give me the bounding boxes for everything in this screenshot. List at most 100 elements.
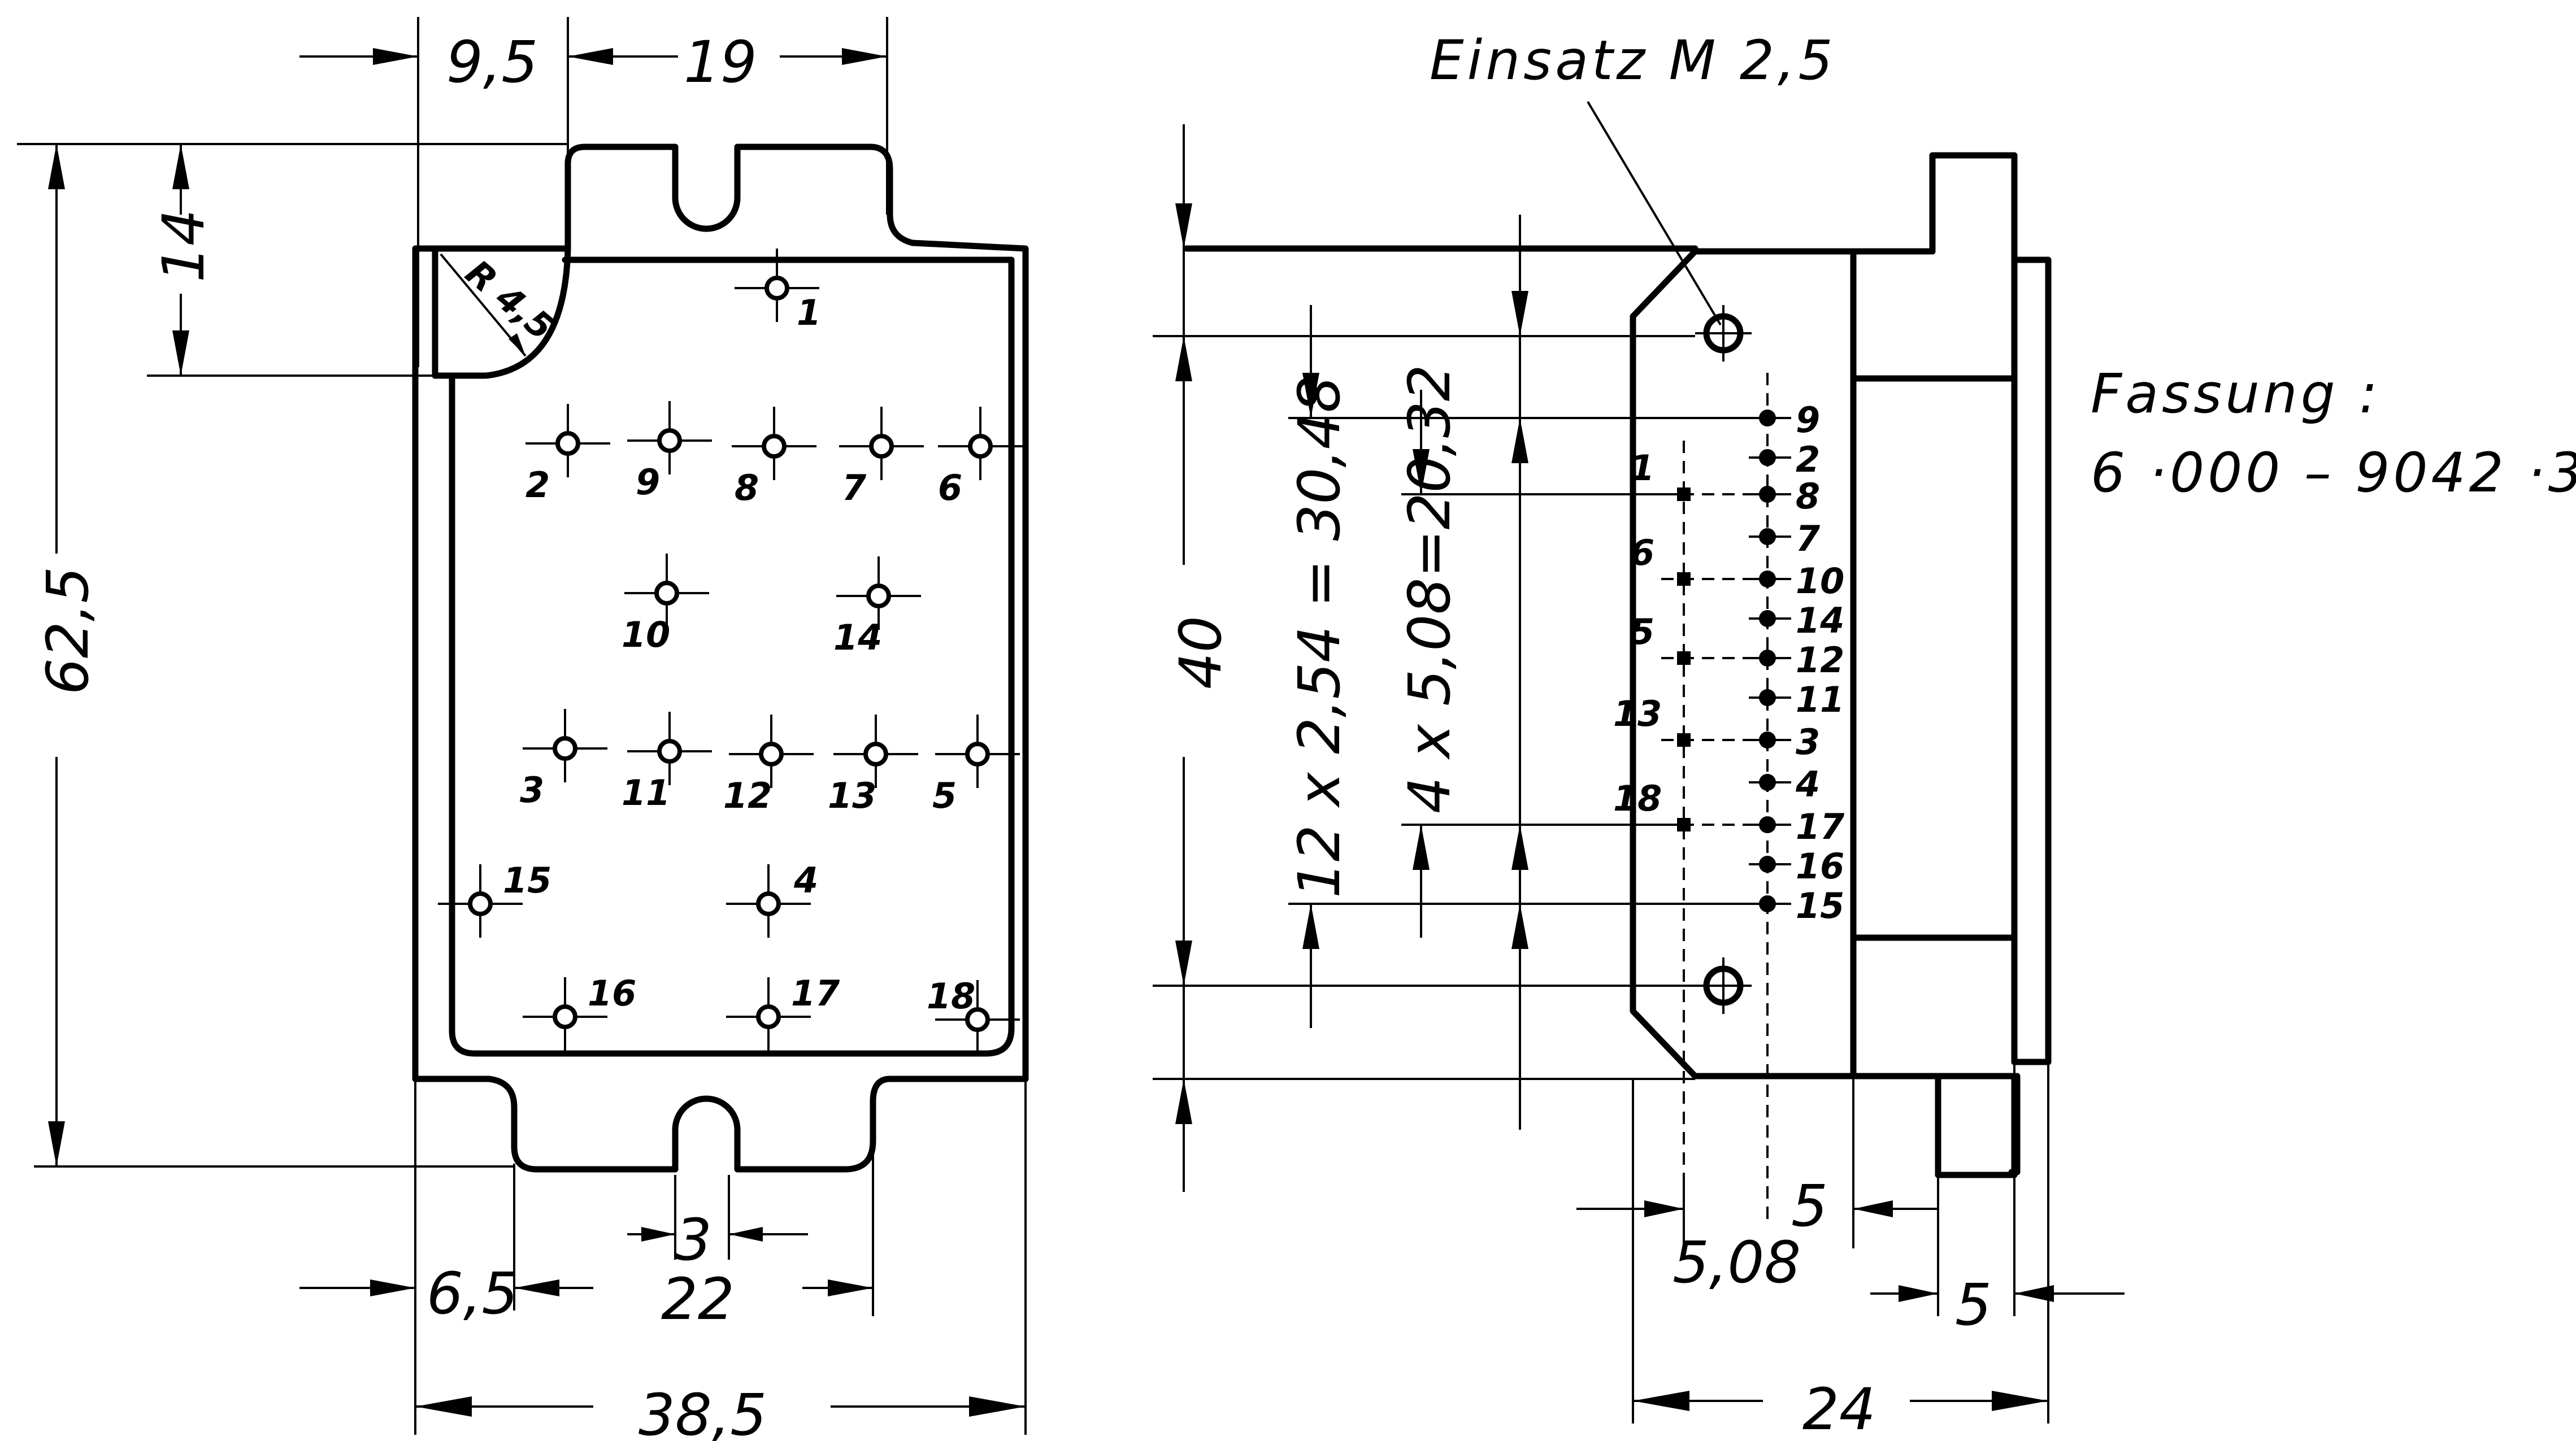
front-pin: 6: [938, 407, 1023, 508]
pin-hole: [863, 742, 888, 767]
front-pin: 5: [932, 715, 1020, 816]
front-pin: 4: [726, 860, 818, 938]
pin-hole: [756, 1004, 781, 1029]
pin-label: 7: [842, 467, 867, 508]
pin-hole: [866, 584, 891, 608]
pin-label: 9: [1796, 399, 1820, 441]
pin-label: 9: [636, 462, 660, 503]
side-pin-right: 9: [1749, 399, 1820, 441]
pin-hole: [654, 581, 679, 606]
dim-arrow: [172, 330, 189, 376]
dim-arrow: [1511, 904, 1528, 949]
pin-hole: [756, 891, 781, 916]
pin-dot: [1759, 689, 1776, 706]
dim-3: 3: [675, 1207, 712, 1274]
front-pin: 18: [927, 976, 1020, 1053]
dim-arrow: [969, 1396, 1026, 1417]
side-pin-right: 10: [1749, 560, 1844, 602]
pin-hole: [764, 276, 789, 301]
pin-label: 16: [1796, 846, 1844, 887]
dim-arrow: [1302, 373, 1319, 418]
front-pin: 3: [520, 709, 607, 811]
pin-label: 2: [525, 464, 550, 506]
front-dimensions: 9,5 19 14 62,5 3 6,5 22: [17, 17, 1027, 1441]
pin-label: 5: [932, 775, 957, 816]
dim-arrow: [1853, 1200, 1893, 1217]
dim-arrow: [568, 48, 613, 65]
pin-label: 12: [723, 775, 772, 816]
dim-5-b: 5: [1955, 1272, 1992, 1339]
radius-arrowhead: [509, 333, 525, 356]
pin-dot: [1759, 774, 1776, 791]
pin-label: 17: [1796, 806, 1845, 847]
dim-arrow: [514, 1279, 559, 1296]
pin-hole: [869, 434, 894, 459]
dim-9-5: 9,5: [446, 29, 538, 96]
pin-label: 15: [503, 860, 551, 901]
side-pin-right: 4: [1749, 764, 1820, 805]
dim-arrow: [842, 48, 887, 65]
side-pin-right: 2: [1749, 439, 1820, 480]
radius-label: R 4,5: [458, 252, 562, 349]
dim-arrow: [48, 1121, 65, 1166]
side-bottom-tab: [1935, 1073, 2018, 1178]
front-pin: 16: [523, 973, 636, 1051]
dim-arrow: [1511, 418, 1528, 463]
side-pin-left: 18: [1613, 778, 1767, 831]
dim-arrow: [48, 144, 65, 189]
pin-dot: [1759, 449, 1776, 466]
pin-label: 2: [1796, 439, 1820, 480]
side-pin-right: 7: [1749, 518, 1821, 559]
pin-hole: [968, 434, 993, 459]
side-pin-left: 5: [1630, 611, 1767, 665]
side-pin-right: 16: [1749, 846, 1844, 887]
pin-hole: [555, 431, 580, 456]
pin-hole: [553, 736, 577, 761]
pin-hole: [759, 742, 784, 767]
dim-arrow: [1175, 941, 1192, 986]
side-pin-left: 13: [1613, 693, 1767, 747]
side-pin-right: 8: [1749, 476, 1820, 517]
side-dimensions: Einsatz M 2,5 Fassung : 6 ·000 – 9042 ·3…: [1153, 29, 2576, 1441]
pin-dot: [1677, 733, 1691, 747]
pin-label: 11: [1796, 679, 1844, 720]
pin-label: 1: [797, 292, 821, 333]
pin-hole: [468, 891, 493, 916]
dim-arrow: [2014, 1285, 2054, 1302]
socket-number: 6 ·000 – 9042 ·3: [2091, 441, 2576, 504]
dim-40: 40: [1167, 616, 1235, 689]
pin-label: 18: [927, 976, 975, 1017]
dim-19: 19: [684, 29, 757, 96]
pin-label: 5: [1630, 611, 1654, 652]
side-top-tab: [1929, 152, 2018, 1065]
dim-pitch-4: 4 x 5,08=20,32: [1396, 364, 1463, 813]
pin-dot: [1759, 610, 1776, 627]
pin-hole: [965, 1007, 990, 1032]
dim-arrow: [1992, 1391, 2048, 1411]
front-pin: 17: [726, 973, 840, 1051]
side-pin-right: 14: [1749, 600, 1844, 641]
dim-6-5: 6,5: [427, 1260, 518, 1327]
dim-arrow: [1302, 904, 1319, 949]
side-pin-right: 15: [1749, 885, 1844, 926]
dim-arrow: [415, 1396, 472, 1417]
insert-label: Einsatz M 2,5: [1430, 29, 1836, 92]
front-pin: 11: [622, 712, 712, 813]
pin-label: 16: [588, 973, 636, 1014]
pin-label: 4: [1795, 764, 1820, 805]
pin-label: 14: [833, 617, 882, 658]
dim-22: 22: [661, 1266, 735, 1333]
side-pin-left: 6: [1630, 532, 1767, 586]
pin-label: 11: [622, 772, 670, 813]
pin-hole: [553, 1004, 577, 1029]
front-pin: 13: [828, 715, 918, 816]
pin-dot: [1677, 651, 1691, 665]
dim-38-5: 38,5: [638, 1382, 767, 1441]
pin-label: 13: [1613, 693, 1662, 734]
pin-dot: [1759, 528, 1776, 545]
pin-hole: [965, 742, 990, 767]
